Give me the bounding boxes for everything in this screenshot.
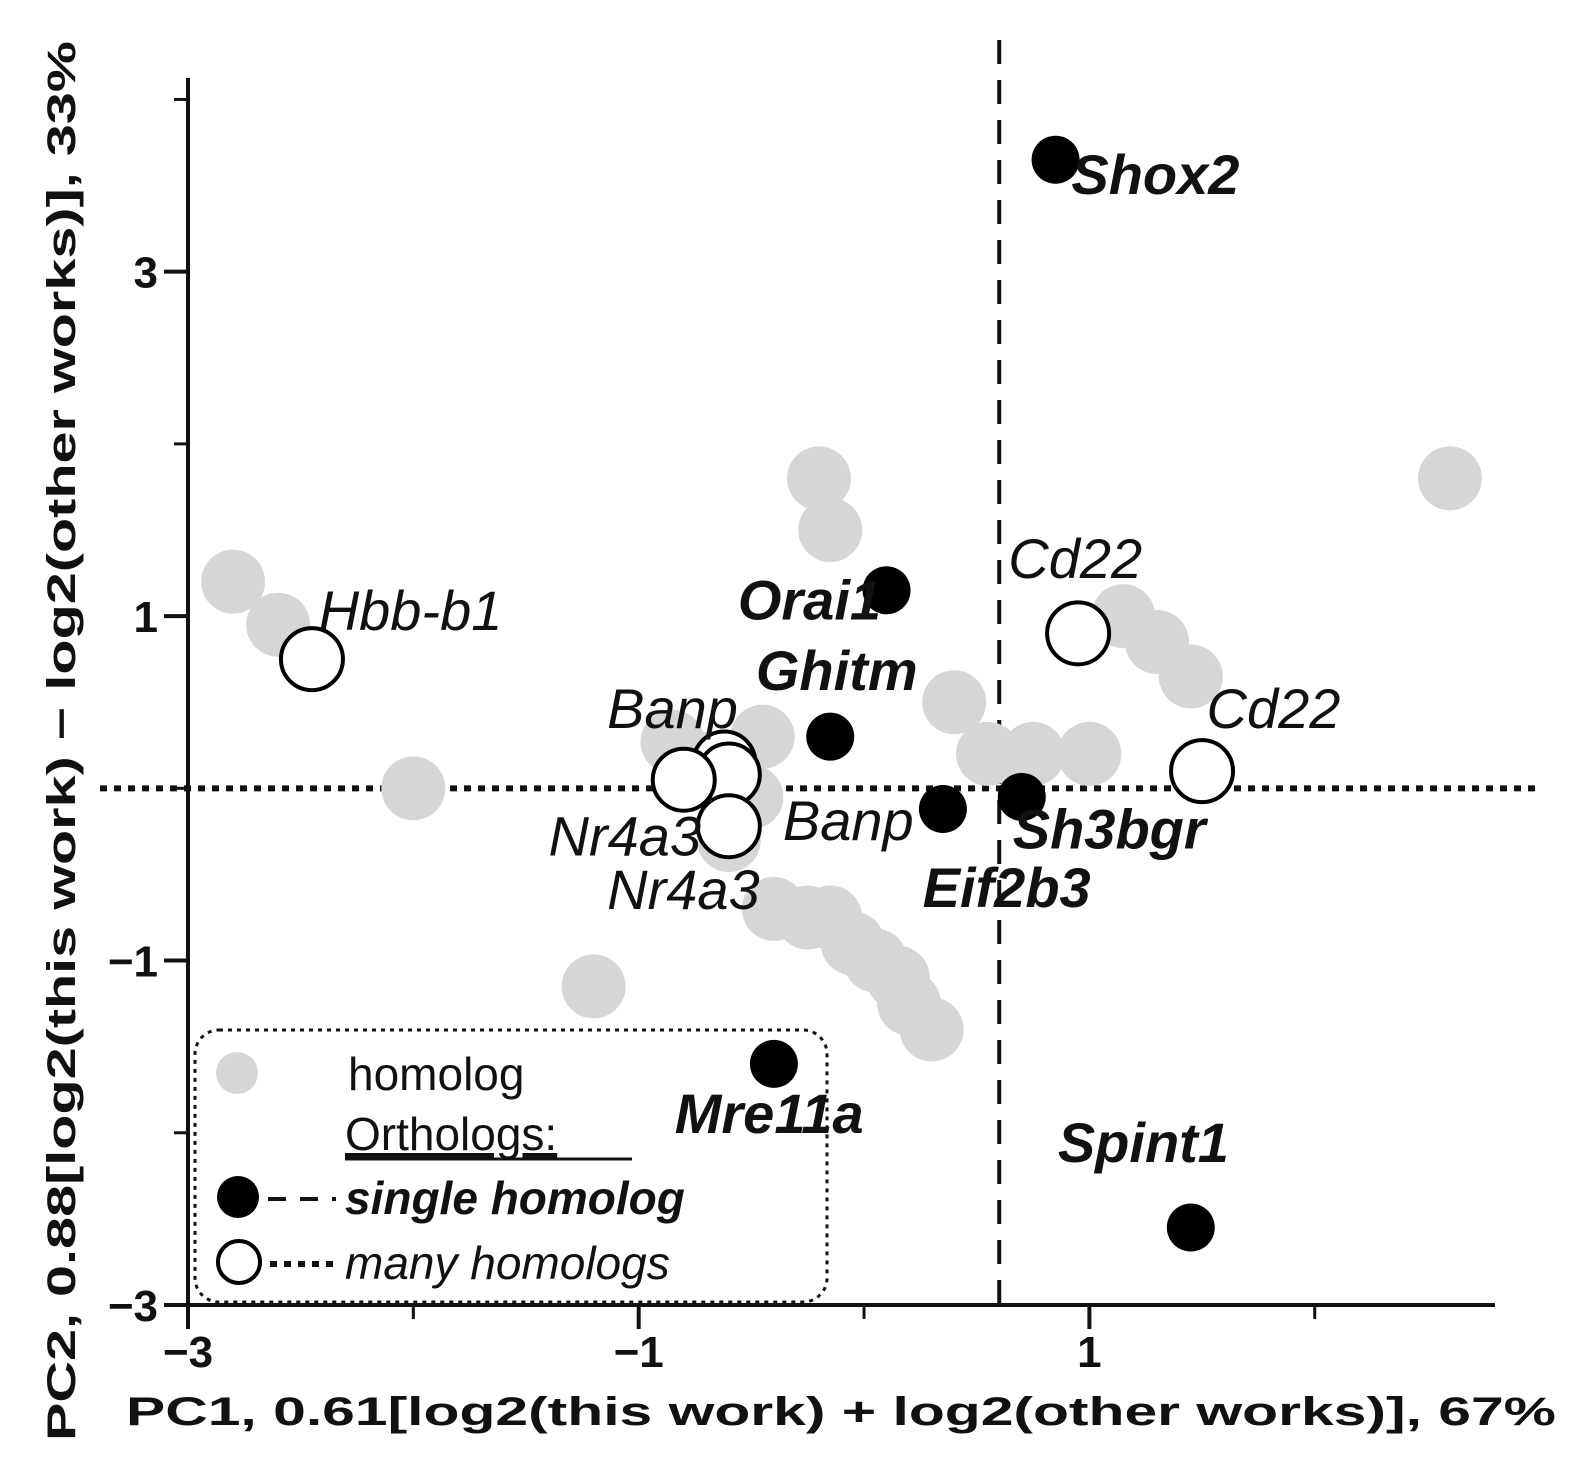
many-homologs-point-hbb-b1 [278,626,345,693]
legend-orthologs-heading: Orthologs: [345,1108,557,1160]
x-tick-label: −1 [614,1328,664,1377]
y-tick-label: −3 [108,1282,158,1331]
legend-box [193,1028,829,1304]
gene-label-ghitm: Ghitm [756,639,918,702]
homolog-point [1001,721,1066,786]
homolog-point [899,997,964,1062]
legend-many-marker [216,1239,262,1285]
homolog-point [381,756,446,821]
many-homologs-point-cd22 [1169,738,1236,805]
many-homologs-series [278,600,1236,860]
legend-homolog-label: homolog [348,1048,524,1100]
gene-label-shox2: Shox2 [1071,143,1239,206]
single-homolog-point [749,1039,798,1088]
homolog-point [1158,644,1223,709]
gene-label-mre11a: Mre11a [675,1082,864,1145]
legend-homolog-marker [216,1052,258,1094]
homolog-point [1057,721,1122,786]
x-tick-label: −3 [163,1328,213,1377]
gene-label-banp: Banp [607,677,738,740]
single-homolog-point-spint1 [1166,1203,1215,1252]
single-homolog-point-ghitm [806,712,855,761]
y-axis-title: PC2, 0.88[log2(this work) − log2(other w… [40,41,84,1441]
single-homolog-point-orai1 [862,566,911,615]
many-homologs-point-cd22 [1045,600,1112,667]
reference-lines [100,40,1535,1305]
gene-label-nr4a3: Nr4a3 [607,858,760,921]
y-tick-label: 1 [134,593,158,642]
homolog-point [798,498,863,562]
y-tick-label: −1 [108,938,158,987]
homolog-point [922,670,987,735]
homolog-point [561,954,626,1019]
gene-label-hbb-b1: Hbb-b1 [319,579,503,642]
homolog-point [786,446,851,511]
gene-label-orai1: Orai1 [738,569,881,632]
gene-label-eif2b3: Eif2b3 [923,856,1091,919]
many-homologs-point-nr4a3 [650,746,717,813]
x-axis-title: PC1, 0.61[log2(this work) + log2(other w… [126,1390,1556,1434]
x-tick-label: 1 [1077,1328,1101,1377]
gene-label-spint1: Spint1 [1058,1111,1229,1174]
gene-label-cd22: Cd22 [1207,677,1341,740]
gene-label-cd22: Cd22 [1008,527,1142,590]
legend-single-marker [217,1176,259,1218]
homolog-point [201,549,266,614]
single-homolog-point-shox2 [1031,135,1080,184]
legend-single-label: single homolog [345,1172,685,1224]
homolog-point [1417,446,1482,511]
y-tick-label: 3 [134,249,158,298]
homolog-point [955,721,1020,786]
many-homologs-point-banp [695,793,762,860]
axes: −3 −1 1 −3 −1 1 3 [108,78,1495,1377]
gene-label-nr4a3: Nr4a3 [549,805,702,868]
gene-label-banp: Banp [783,789,914,852]
single-homolog-point-eif2b3 [997,772,1046,821]
single-homolog-point-mre11a [918,785,967,833]
single-homolog-series [749,135,1215,1252]
legend-many-label: many homologs [345,1237,670,1289]
gene-label-sh3bgr: Sh3bgr [1013,798,1209,861]
